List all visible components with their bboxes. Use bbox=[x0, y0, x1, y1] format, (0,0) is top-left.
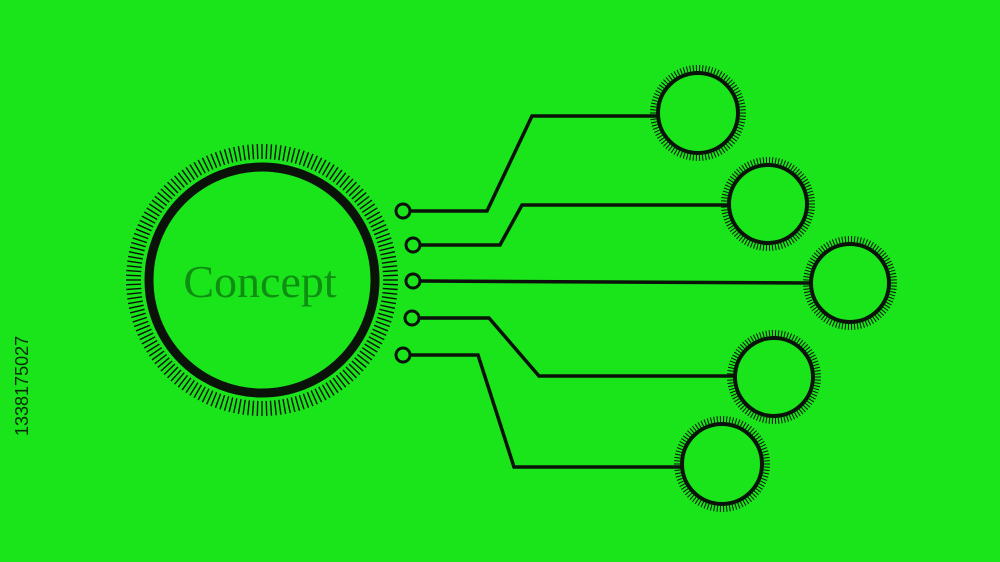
target-tick-ring-4 bbox=[727, 330, 821, 424]
target-tick-ring-5 bbox=[674, 416, 770, 512]
connector-line-1 bbox=[410, 114, 658, 213]
concept-circle bbox=[144, 162, 380, 398]
target-circle-2 bbox=[727, 163, 809, 245]
connector-line-3 bbox=[419, 279, 813, 285]
concept-tick-ring bbox=[126, 144, 398, 416]
connector-node-2 bbox=[404, 236, 422, 254]
target-circle-4 bbox=[733, 336, 815, 418]
target-circle-3 bbox=[809, 242, 891, 324]
connector-line-2 bbox=[420, 203, 729, 247]
connector-line-5 bbox=[410, 353, 683, 469]
stock-id-watermark: 1338175027 bbox=[12, 336, 32, 436]
target-tick-ring-1 bbox=[650, 65, 746, 161]
target-tick-ring-3 bbox=[803, 236, 897, 330]
connector-node-3 bbox=[404, 272, 422, 290]
concept-label: Concept bbox=[183, 256, 337, 307]
target-tick-ring-2 bbox=[721, 157, 815, 251]
target-circle-5 bbox=[680, 422, 764, 506]
target-circle-1 bbox=[656, 71, 740, 155]
connector-node-4 bbox=[403, 309, 421, 327]
connector-node-5 bbox=[394, 346, 412, 364]
connector-node-1 bbox=[394, 202, 412, 220]
connector-line-4 bbox=[419, 316, 736, 378]
tick-rings bbox=[126, 65, 897, 512]
